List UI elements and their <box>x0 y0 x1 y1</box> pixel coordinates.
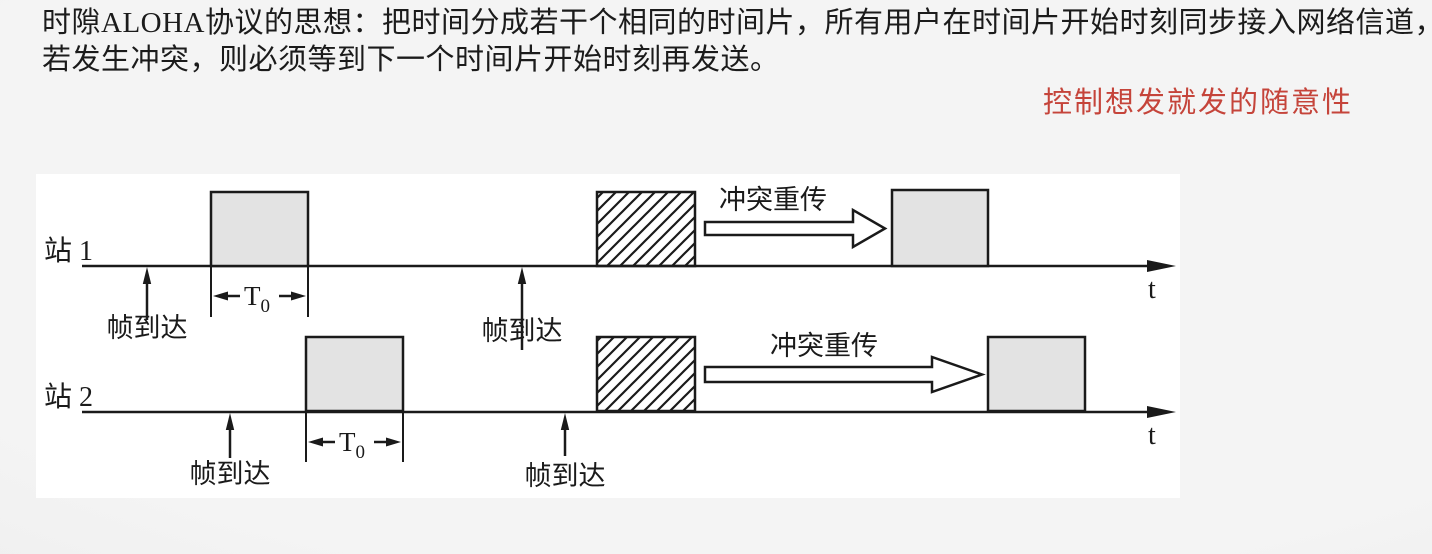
station2-retry-arrow-icon <box>703 355 986 394</box>
station1-timeline-arrowhead-icon <box>1147 260 1176 272</box>
station1-arrival2-arrow-icon <box>517 267 527 350</box>
station2-arrival2-arrow-icon <box>560 413 570 456</box>
station2-slot-duration-marker: T0 <box>305 412 404 463</box>
station1-arrival1-arrow-icon <box>142 267 152 320</box>
station2-slot-right-arrow-icon <box>386 437 401 447</box>
station2-arrival2-label: 帧到达 <box>525 461 606 491</box>
station2-transmission-frame <box>304 335 405 413</box>
station1-lane: 站 1 t 帧到达 帧到达 <box>44 185 1176 350</box>
diagram-panel: 站 1 t 帧到达 帧到达 <box>36 174 1180 498</box>
station1-retransmission-frame <box>890 188 990 268</box>
station2-slot-left-arrow-icon <box>308 437 323 447</box>
station2-arrival1-arrow-icon <box>225 413 235 458</box>
intro-paragraph: 时隙ALOHA协议的思想：把时间分成若干个相同的时间片，所有用户在时间片开始时刻… <box>42 5 1432 79</box>
station1-slot-duration-label: T0 <box>244 281 270 317</box>
station1-arrival1-label: 帧到达 <box>107 313 188 343</box>
station2-retransmission-frame <box>986 335 1087 413</box>
station1-retry-arrow-icon <box>703 207 888 250</box>
station1-slot-right-arrow-icon <box>291 291 306 301</box>
station1-collision-frame <box>595 190 697 268</box>
intro-line-1: 时隙ALOHA协议的思想：把时间分成若干个相同的时间片，所有用户在时间片开始时刻… <box>42 7 1432 39</box>
station2-collision-frame <box>595 335 697 413</box>
station2-retry-label: 冲突重传 <box>770 331 878 361</box>
station2-arrival1-label: 帧到达 <box>190 459 271 489</box>
station2-timeline-arrowhead-icon <box>1147 406 1176 418</box>
station2-label: 站 2 <box>44 381 93 413</box>
station1-arrival2-label: 帧到达 <box>482 316 563 346</box>
station1-slot-left-arrow-icon <box>213 291 228 301</box>
station2-time-axis-label: t <box>1148 420 1156 451</box>
station2-lane: 站 2 t 帧到达 帧到达 <box>44 331 1176 491</box>
red-annotation: 控制想发就发的随意性 <box>1043 87 1354 119</box>
intro-line-2: 若发生冲突，则必须等到下一个时间片开始时刻再发送。 <box>42 44 780 76</box>
station2-slot-duration-label: T0 <box>339 427 365 463</box>
station1-retry-label: 冲突重传 <box>719 185 827 215</box>
station1-label: 站 1 <box>44 235 93 267</box>
station1-transmission-frame <box>209 190 310 268</box>
station1-time-axis-label: t <box>1148 274 1156 305</box>
timeline-diagram-svg: 站 1 t 帧到达 帧到达 <box>44 185 1176 491</box>
station1-slot-duration-marker: T0 <box>210 266 309 317</box>
